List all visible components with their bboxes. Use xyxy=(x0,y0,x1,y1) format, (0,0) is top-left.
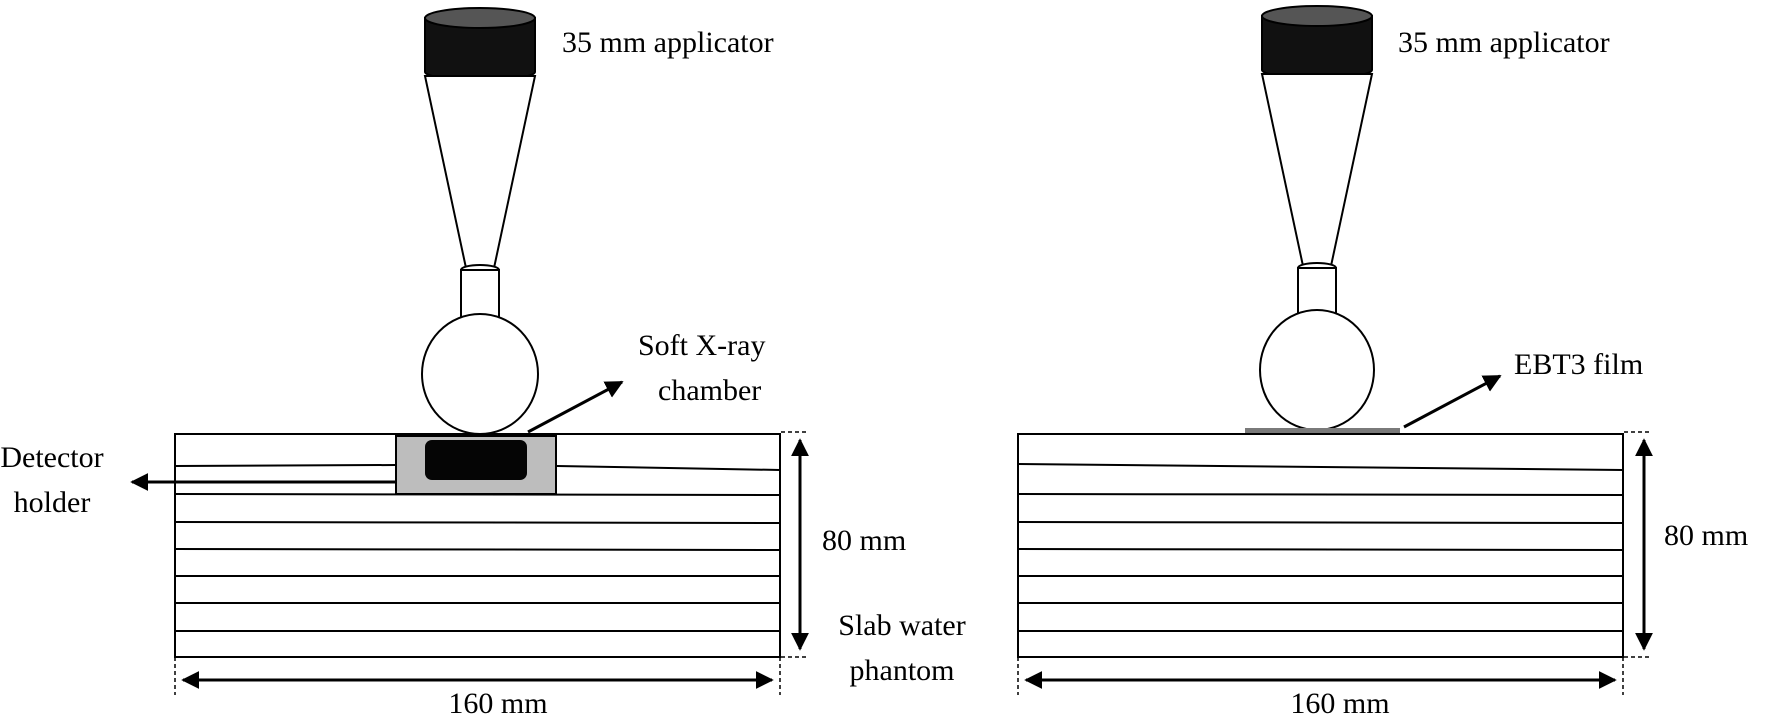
left-slab-line xyxy=(556,465,781,471)
left-applicator-cone xyxy=(423,75,537,269)
left-applicator xyxy=(421,7,539,435)
right-ebt3-film xyxy=(1245,428,1400,434)
right-applicator xyxy=(1259,5,1375,431)
left-phantom-label: phantom xyxy=(850,654,955,687)
left-chamber-label: chamber xyxy=(658,374,761,407)
right-film-arrow xyxy=(1403,374,1502,429)
left-width-label: 160 mm xyxy=(448,687,547,716)
left-soft-xray-chamber xyxy=(425,440,527,480)
right-setup: 35 mm applicator EBT3 film 80 mm 160 mm xyxy=(1017,5,1748,716)
left-slab-line xyxy=(174,521,781,524)
right-slab-line xyxy=(1017,463,1624,471)
right-width-label: 160 mm xyxy=(1290,687,1389,716)
left-depth-label: 80 mm xyxy=(822,524,906,557)
left-chamber-label: Soft X-ray xyxy=(638,329,765,362)
left-applicator-neck xyxy=(460,269,500,321)
right-slab-line xyxy=(1017,548,1624,551)
right-applicator-cap-top xyxy=(1261,5,1373,27)
left-applicator-cap-top xyxy=(424,7,536,29)
left-slab-line xyxy=(174,548,781,551)
left-slab-line xyxy=(174,464,396,467)
right-applicator-cone xyxy=(1260,73,1374,267)
left-chamber-arrow xyxy=(527,380,624,434)
right-applicator-bulb xyxy=(1259,309,1375,431)
left-phantom-outline xyxy=(174,433,781,658)
left-holder-label: holder xyxy=(14,486,91,519)
right-phantom-outline xyxy=(1017,433,1624,658)
left-slab-phantom xyxy=(174,433,781,658)
right-depth-label: 80 mm xyxy=(1664,519,1748,552)
right-slab-line xyxy=(1017,493,1624,496)
left-applicator-bulb xyxy=(421,313,539,435)
right-slab-phantom xyxy=(1017,433,1624,658)
right-film-label: EBT3 film xyxy=(1514,348,1643,381)
left-holder-label: Detector xyxy=(0,441,103,474)
right-slab-line xyxy=(1017,521,1624,524)
left-phantom-label: Slab water xyxy=(838,609,965,642)
left-setup: 35 mm applicator Soft X-ray chamber Dete… xyxy=(0,7,966,716)
right-applicator-label: 35 mm applicator xyxy=(1398,26,1610,59)
left-applicator-label: 35 mm applicator xyxy=(562,26,774,59)
